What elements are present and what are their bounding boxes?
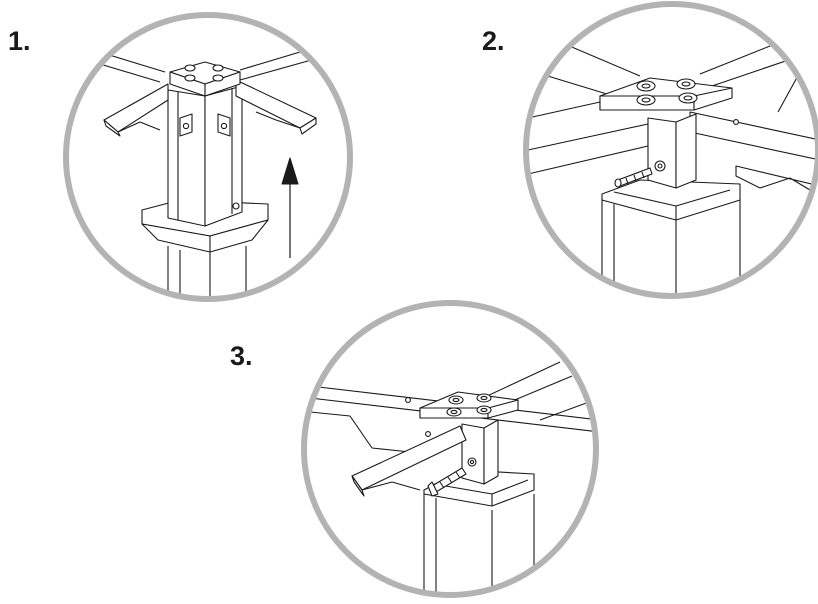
step-3-upright-tube (461, 419, 499, 485)
step-number-2: 2. (482, 26, 505, 56)
step-3-illustration (301, 300, 599, 598)
step-2-circle-frame (523, 1, 818, 299)
step-2-right-beam (689, 111, 818, 161)
step-1-illustration (63, 12, 353, 302)
screw-icon (614, 167, 653, 188)
upward-arrow-icon (281, 157, 299, 258)
step-number-1: 1. (8, 26, 31, 56)
step-1-side-tabs (179, 113, 231, 137)
step-2-illustration (523, 1, 818, 299)
step-2-post-cap (601, 179, 741, 221)
step-2-left-beam (527, 123, 649, 175)
step-1-left-arm (103, 83, 169, 137)
step-1-top-plate (169, 61, 241, 97)
screw-icon (427, 467, 467, 497)
step-3-circle-frame (301, 300, 599, 598)
step-1-upright-tube (167, 85, 243, 227)
step-3-front-arm (351, 425, 467, 497)
step-2-right-bracket (735, 165, 818, 197)
step-1-post (167, 246, 247, 299)
step-1-circle-frame (63, 12, 353, 302)
step-number-3: 3. (230, 341, 253, 371)
step-3-top-plate (419, 391, 519, 419)
step-2-top-plate (599, 77, 733, 111)
step-1-right-arm (235, 79, 317, 135)
step-3-post (423, 494, 535, 595)
step-2-upright-tube (647, 113, 697, 189)
